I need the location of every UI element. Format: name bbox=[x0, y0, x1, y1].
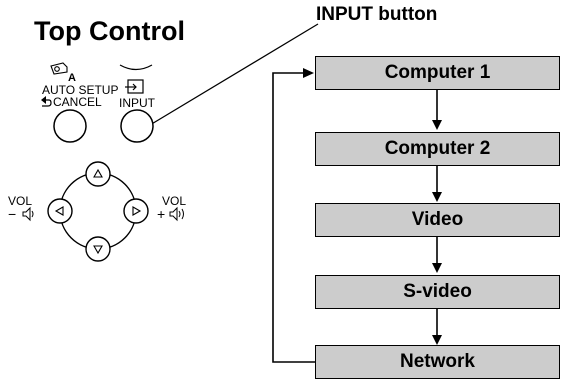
input-icon bbox=[119, 64, 153, 94]
flow-item-computer-1: Computer 1 bbox=[315, 56, 560, 90]
flow-item-video: Video bbox=[315, 203, 560, 237]
flow-item-network: Network bbox=[315, 345, 560, 379]
flow-item-s-video: S-video bbox=[315, 275, 560, 309]
vol-plus-sign: + bbox=[157, 206, 166, 222]
speaker-high-icon bbox=[169, 206, 184, 222]
input-label: INPUT bbox=[119, 96, 155, 110]
auto-setup-button[interactable] bbox=[53, 109, 87, 143]
cancel-return-icon bbox=[41, 96, 52, 107]
vol-minus-sign: − bbox=[8, 206, 17, 222]
auto-setup-icon bbox=[50, 62, 68, 75]
auto-setup-icon-letter: A bbox=[68, 72, 76, 84]
flow-item-computer-2: Computer 2 bbox=[315, 132, 560, 166]
speaker-low-icon bbox=[22, 206, 34, 222]
vol-left-label: VOL bbox=[8, 194, 33, 208]
cancel-label: CANCEL bbox=[53, 95, 102, 109]
callout-line bbox=[149, 23, 319, 126]
page-title: Top Control bbox=[34, 16, 185, 46]
triangle-left-icon bbox=[54, 206, 64, 216]
input-button-callout-label: INPUT button bbox=[316, 4, 438, 25]
right-button[interactable] bbox=[123, 198, 149, 224]
down-button[interactable] bbox=[85, 236, 111, 262]
left-button[interactable] bbox=[47, 198, 73, 224]
triangle-down-icon bbox=[93, 245, 103, 255]
auto-setup-label: AUTO SETUP bbox=[42, 83, 119, 97]
up-button[interactable] bbox=[85, 161, 111, 187]
input-button[interactable] bbox=[120, 109, 154, 143]
flow-connectors bbox=[272, 68, 442, 363]
vol-right-label: VOL bbox=[162, 194, 187, 208]
triangle-right-icon bbox=[132, 206, 142, 216]
triangle-up-icon bbox=[93, 168, 103, 178]
